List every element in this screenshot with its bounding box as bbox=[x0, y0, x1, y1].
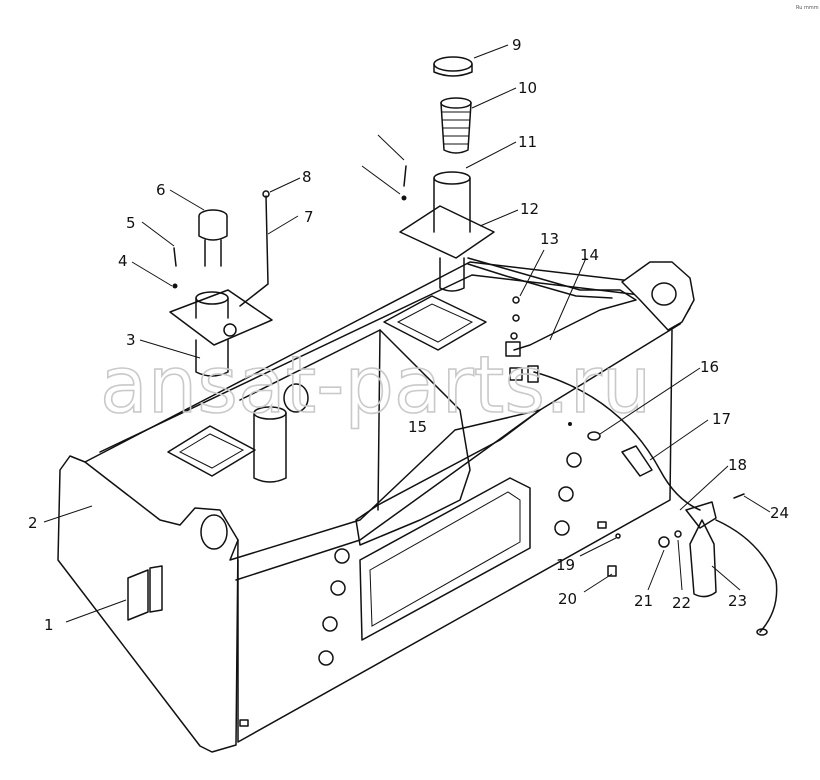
corner-note: Ru mmm bbox=[796, 5, 819, 11]
inner-divider bbox=[377, 329, 381, 511]
washer bbox=[172, 283, 178, 289]
callout-5: 5 bbox=[126, 214, 136, 232]
front-bracket bbox=[127, 569, 149, 621]
inner-rim bbox=[239, 329, 381, 401]
front-bracket-back bbox=[149, 565, 163, 613]
right-filler-assembly bbox=[399, 56, 495, 292]
callout-3: 3 bbox=[126, 331, 136, 349]
rear-lug-hole bbox=[651, 282, 677, 306]
side-wall bbox=[237, 329, 673, 743]
strainer bbox=[440, 102, 472, 154]
callout-12: 12 bbox=[520, 200, 539, 218]
strainer-mesh bbox=[442, 111, 470, 145]
breather-stem bbox=[204, 239, 222, 267]
filter-bowl bbox=[689, 519, 717, 598]
return-pipe-2 bbox=[467, 263, 613, 299]
callout-15: 15 bbox=[408, 418, 427, 436]
foot bbox=[239, 719, 249, 727]
callout-24: 24 bbox=[770, 504, 789, 522]
callout-11: 11 bbox=[518, 133, 537, 151]
callout-20: 20 bbox=[558, 590, 577, 608]
fitting bbox=[509, 367, 523, 381]
hatch-front bbox=[167, 425, 256, 477]
flange-bolt bbox=[223, 323, 237, 337]
callout-19: 19 bbox=[556, 556, 575, 574]
fitting bbox=[527, 365, 539, 383]
filler-cap-rim bbox=[433, 63, 473, 77]
side-wall-ledge bbox=[235, 409, 541, 581]
filler-lower-tube bbox=[439, 257, 465, 292]
top-plate bbox=[84, 261, 691, 561]
foot bbox=[597, 521, 607, 529]
callout-17: 17 bbox=[712, 410, 731, 428]
callout-10: 10 bbox=[518, 79, 537, 97]
bolt bbox=[733, 493, 745, 499]
return-pipe bbox=[467, 257, 637, 351]
leader-lines bbox=[43, 44, 771, 623]
callout-13: 13 bbox=[540, 230, 559, 248]
neck-sides bbox=[195, 297, 229, 319]
callout-18: 18 bbox=[728, 456, 747, 474]
dipstick-ring bbox=[262, 190, 270, 198]
filler-neck-top bbox=[433, 171, 471, 185]
top-edge bbox=[99, 274, 641, 453]
breather-cap bbox=[198, 216, 228, 241]
side-window-inner bbox=[369, 491, 521, 627]
drain-plug bbox=[621, 445, 653, 477]
inner-pipe bbox=[253, 412, 287, 483]
rear-lug bbox=[621, 261, 695, 331]
tank-body bbox=[57, 261, 695, 753]
flange-plate bbox=[169, 289, 273, 346]
callout-labels: 1 2 3 4 5 6 7 8 9 10 11 12 13 14 15 16 1… bbox=[28, 36, 789, 634]
bolt-20 bbox=[607, 565, 617, 577]
washer bbox=[674, 530, 682, 538]
callout-4: 4 bbox=[118, 252, 128, 270]
left-filler-assembly bbox=[169, 190, 273, 377]
callout-23: 23 bbox=[728, 592, 747, 610]
callout-2: 2 bbox=[28, 514, 38, 532]
hatch-rear bbox=[383, 295, 487, 351]
filler-neck bbox=[433, 177, 471, 233]
callout-21: 21 bbox=[634, 592, 653, 610]
filler-cap bbox=[433, 56, 473, 72]
inner-lug bbox=[283, 383, 309, 413]
washer bbox=[401, 195, 407, 201]
outlet-hose bbox=[715, 519, 778, 633]
small-washer bbox=[568, 422, 572, 426]
callout-6: 6 bbox=[156, 181, 166, 199]
callout-8: 8 bbox=[302, 168, 312, 186]
fitting bbox=[505, 341, 521, 357]
callout-14: 14 bbox=[580, 246, 599, 264]
screw bbox=[173, 247, 177, 267]
callout-1: 1 bbox=[44, 616, 54, 634]
callout-22: 22 bbox=[672, 594, 691, 612]
inner-compartment bbox=[355, 329, 541, 546]
screw bbox=[403, 165, 407, 187]
bolt-row bbox=[318, 452, 582, 666]
callout-7: 7 bbox=[304, 208, 314, 226]
piping bbox=[467, 257, 778, 636]
hose bbox=[533, 371, 701, 511]
seal-ring bbox=[587, 431, 601, 441]
callout-9: 9 bbox=[512, 36, 522, 54]
watermark: ansat-parts.ru bbox=[100, 341, 651, 431]
washer-19 bbox=[615, 533, 621, 539]
front-lug-hole bbox=[200, 514, 228, 550]
filter-head bbox=[685, 501, 717, 529]
side-window bbox=[359, 477, 531, 641]
flange-plate bbox=[399, 205, 495, 259]
filler-tube bbox=[195, 339, 229, 377]
nut bbox=[658, 536, 670, 548]
callout-16: 16 bbox=[700, 358, 719, 376]
dipstick bbox=[239, 195, 269, 307]
